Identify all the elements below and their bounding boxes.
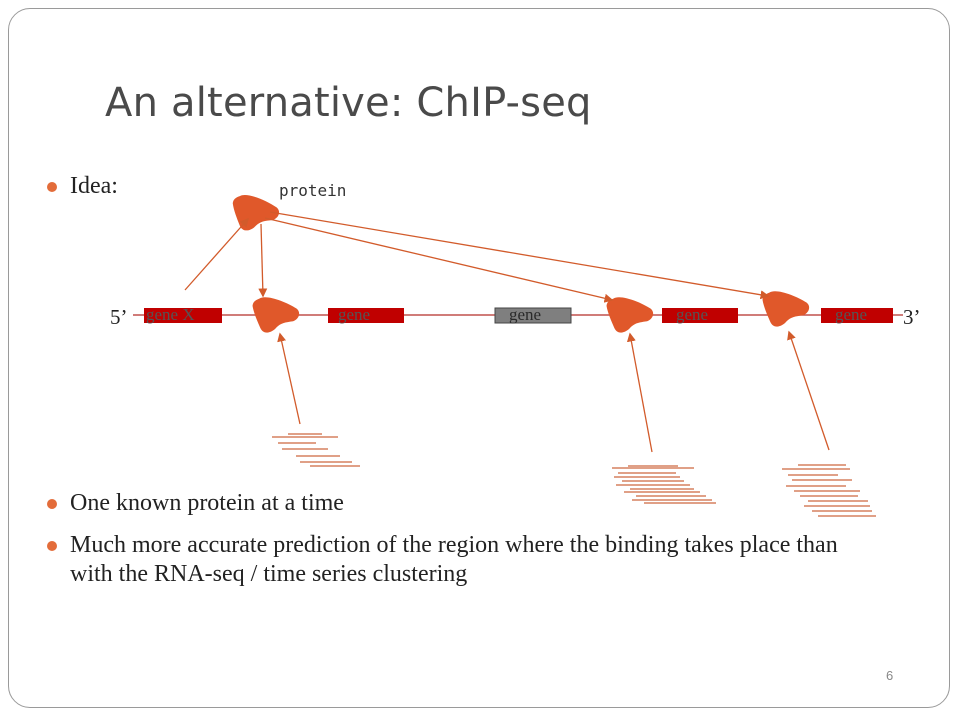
slide-title: An alternative: ChIP-seq [105,80,592,126]
bullet-dot [47,182,57,192]
protein-icon-top [232,195,280,231]
slide-frame [8,8,950,708]
gene-label: gene [509,305,541,324]
protein-icon-bound-gene-5 [762,291,810,327]
bullet-dot [47,499,57,509]
three-prime-label: 3’ [903,305,921,329]
reads-stack-gene-5 [782,464,876,517]
protein-icon-bound-gene-x [252,297,300,333]
gene-3-unbound: gene [494,305,572,324]
gene-5: gene [821,305,893,324]
bullet-text: One known protein at a time [70,490,344,516]
gene-label: gene [835,305,867,324]
arrow-protein-to-gene-4 [264,217,614,303]
arrow-reads-to-gene-x [277,332,301,425]
five-prime-label: 5’ [110,305,128,329]
arrow-reads-to-gene-4 [626,332,653,453]
protein-icon-bound-gene-4 [606,297,654,333]
arrow-reads-to-gene-5 [787,330,830,451]
protein-label: protein [279,181,346,200]
reads-stack-gene-x [272,433,360,467]
bullet-text: Idea: [70,173,118,199]
bullet-dot [47,541,57,551]
gene-x: gene X [144,305,222,324]
gene-2: gene [328,305,404,324]
gene-label: gene [676,305,708,324]
page-number: 6 [886,668,894,683]
bullet-one-protein: One known protein at a time [47,489,890,518]
gene-4: gene [662,305,738,324]
arrow-protein-to-gene-x [258,223,268,298]
gene-label: gene X [146,305,195,324]
arrow-protein-to-gene-5 [269,211,770,300]
bullet-idea: Idea: [47,172,118,201]
arrow-gene-x-to-protein [184,217,249,291]
gene-label: gene [338,305,370,324]
reads-stack-gene-4 [612,465,716,504]
bullet-text: Much more accurate prediction of the reg… [70,532,838,587]
bullet-accuracy: Much more accurate prediction of the reg… [47,531,870,589]
